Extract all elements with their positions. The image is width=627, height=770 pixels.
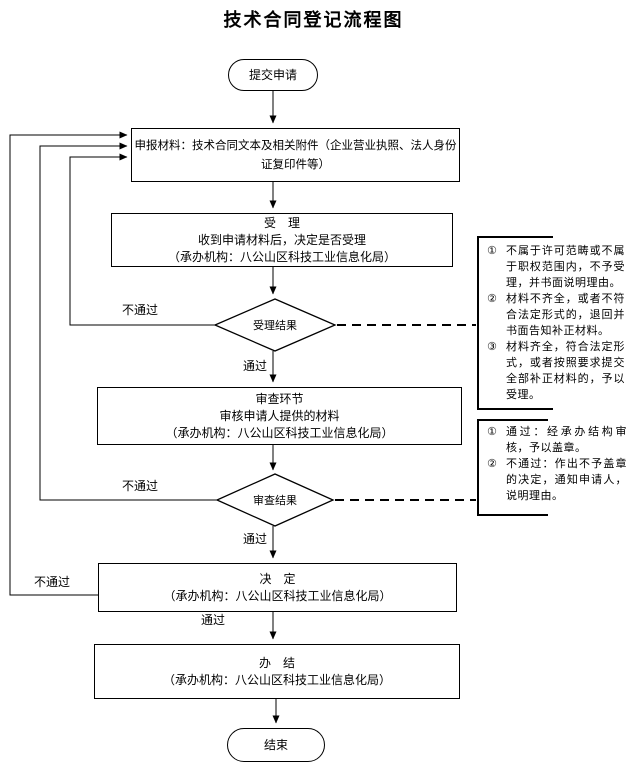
note-item: ② 不通过：作出不予盖章的决定，通知申请人，说明理由。 [487,456,627,504]
note-text: 材料齐全，符合法定形式，或者按照要求提交全部补正材料的，予以受理。 [506,340,625,401]
complete-agency: （承办机构：八公山区科技工业信息化局） [162,672,391,687]
note-text: 不属于许可范畴或不属于职权范围内，不予受理，并书面说明理由。 [506,244,625,289]
review-agency: （承办机构：八公山区科技工业信息化局） [165,425,394,440]
feedback-review-fail [39,142,217,501]
note-text: 材料不齐全，或者不符合法定形式的，退回并书面告知补正材料。 [506,292,625,337]
accept-notes: ① 不属于许可范畴或不属于职权范围内，不予受理，并书面说明理由。 ② 材料不齐全… [487,243,625,403]
note-marker: ② [487,292,498,305]
feedback-decision-fail [9,131,128,596]
materials-box: 申报材料：技术合同文本及相关附件（企业营业执照、法人身份证复印件等） [131,128,460,182]
edge-label-pass-decision: 通过 [201,613,226,627]
edge-label-fail-decision: 不通过 [34,575,71,589]
review-title: 审查环节 [255,391,304,406]
review-desc: 审核申请人提供的材料 [219,408,340,423]
end-label: 结束 [263,737,288,752]
decision-agency: （承办机构：八公山区科技工业信息化局） [163,588,392,603]
decision-box: 决 定 （承办机构：八公山区科技工业信息化局） [98,563,457,612]
accept-result-diamond [213,298,337,352]
review-result-label: 审查结果 [253,494,297,507]
complete-title: 办 结 [258,655,295,670]
review-box: 审查环节 审核申请人提供的材料 （承办机构：八公山区科技工业信息化局） [97,387,462,445]
note-text: 通过：经承办结构审核，予以盖章。 [506,425,627,454]
edge-label-pass-accept: 通过 [243,359,268,373]
accept-desc: 收到申请材料后，决定是否受理 [197,232,366,247]
note-marker: ① [487,244,498,257]
review-notes: ① 通过：经承办结构审核，予以盖章。 ② 不通过：作出不予盖章的决定，通知申请人… [487,424,627,504]
edge-label-fail-review: 不通过 [122,479,159,493]
end-node: 结束 [227,728,325,762]
note-marker: ③ [487,340,498,353]
note-marker: ① [487,425,498,438]
accept-agency: （承办机构：八公山区科技工业信息化局） [167,249,396,264]
materials-text: 申报材料：技术合同文本及相关附件（企业营业执照、法人身份证复印件等） [134,138,457,171]
accept-title: 受 理 [263,215,300,230]
note-item: ② 材料不齐全，或者不符合法定形式的，退回并书面告知补正材料。 [487,291,625,339]
note-item: ③ 材料齐全，符合法定形式，或者按照要求提交全部补正材料的，予以受理。 [487,339,625,403]
note-marker: ② [487,457,498,470]
accept-box: 受 理 收到申请材料后，决定是否受理 （承办机构：八公山区科技工业信息化局） [111,213,453,267]
decision-title: 决 定 [259,571,296,586]
note-text: 不通过：作出不予盖章的决定，通知申请人，说明理由。 [506,457,627,502]
complete-box: 办 结 （承办机构：八公山区科技工业信息化局） [94,644,460,699]
feedback-accept-fail [69,153,215,326]
note-item: ① 不属于许可范畴或不属于职权范围内，不予受理，并书面说明理由。 [487,243,625,291]
page-title: 技术合同登记流程图 [223,10,404,31]
accept-notes-bracket [477,236,553,410]
start-node: 提交申请 [228,59,318,91]
review-result-diamond [215,473,335,527]
review-notes-bracket [477,419,548,516]
edge-label-fail-accept: 不通过 [122,303,159,317]
accept-result-label: 受理结果 [253,319,297,332]
edge-label-pass-review: 通过 [243,532,268,546]
start-label: 提交申请 [248,67,297,82]
note-item: ① 通过：经承办结构审核，予以盖章。 [487,424,627,456]
